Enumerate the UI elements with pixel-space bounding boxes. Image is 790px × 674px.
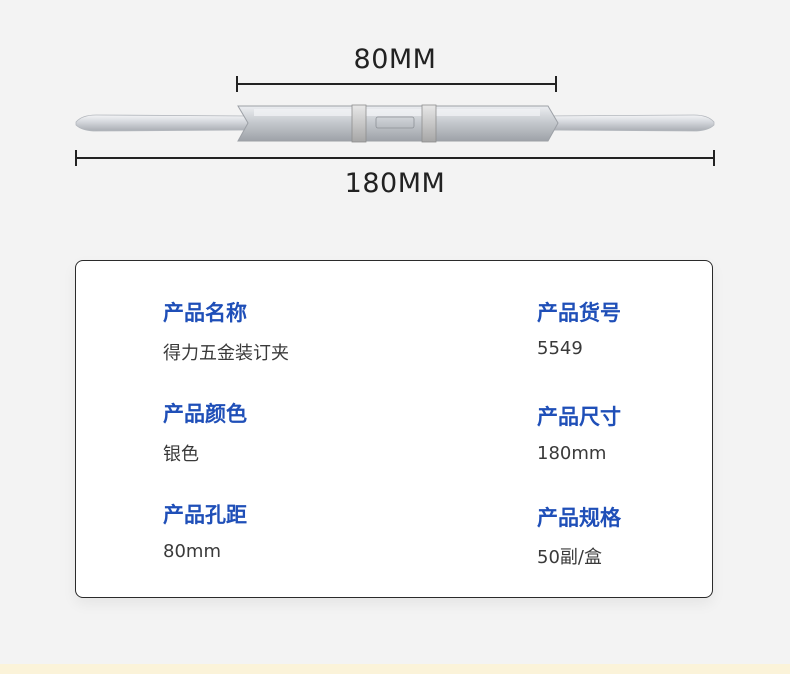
bottom-strip — [0, 664, 790, 674]
spec-value-name: 得力五金装订夹 — [163, 343, 289, 364]
spec-label-size: 产品尺寸 — [537, 405, 621, 429]
total-length-tick-right — [713, 150, 715, 166]
spec-value-item-number: 5549 — [537, 338, 583, 359]
spec-card: 产品名称 得力五金装订夹 产品货号 5549 产品颜色 银色 产品尺寸 180m… — [75, 260, 713, 598]
inner-length-label: 80MM — [353, 44, 437, 75]
binder-clip-image — [75, 104, 715, 143]
spec-value-color: 银色 — [163, 444, 199, 465]
total-length-label: 180MM — [344, 168, 446, 199]
spec-value-specification: 50副/盒 — [537, 547, 602, 568]
spec-label-name: 产品名称 — [163, 301, 247, 325]
inner-length-tick-right — [555, 76, 557, 92]
total-length-line — [75, 157, 715, 159]
spec-label-color: 产品颜色 — [163, 402, 247, 426]
inner-length-line — [236, 83, 557, 85]
spec-value-hole-spacing: 80mm — [163, 541, 221, 562]
spec-label-item-number: 产品货号 — [537, 301, 621, 325]
spec-value-size: 180mm — [537, 443, 607, 464]
spec-label-specification: 产品规格 — [537, 506, 621, 530]
spec-label-hole-spacing: 产品孔距 — [163, 503, 247, 527]
